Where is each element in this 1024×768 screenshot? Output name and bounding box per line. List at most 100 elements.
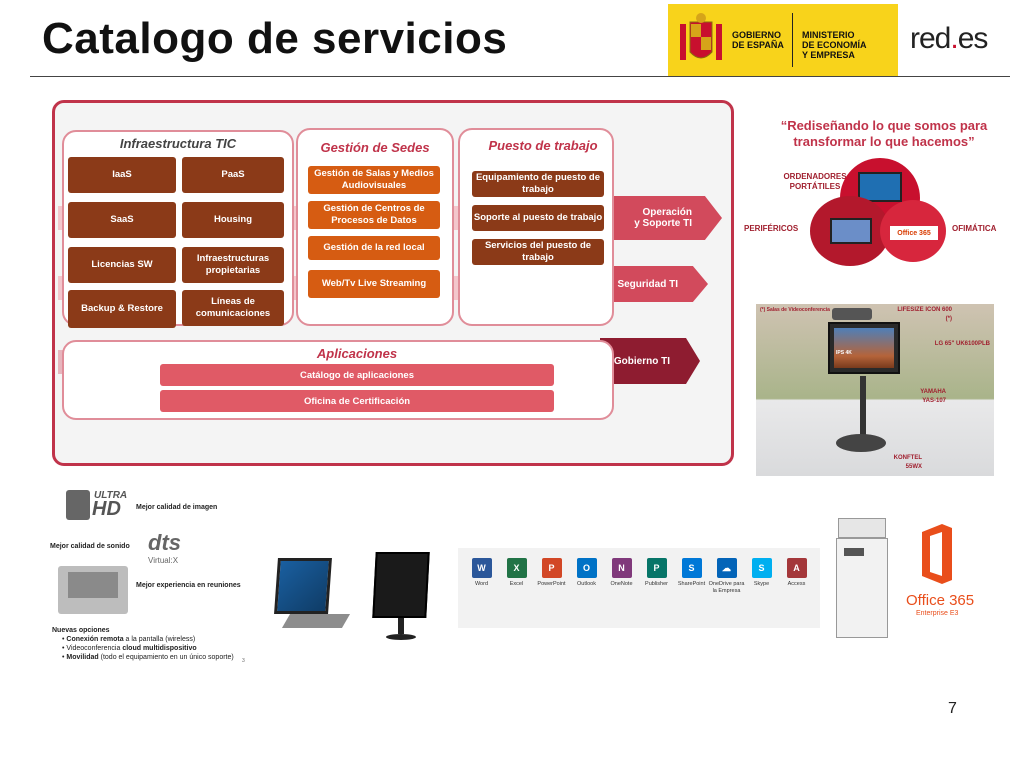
option-video-pre: Videoconferencia [66,645,123,652]
sedes-item-cpd: Gestión de Centros de Procesos de Datos [308,201,440,229]
monitor-base [386,634,416,640]
office-app-label: Outlook [577,581,596,587]
tv-image [834,328,894,368]
office-door-icon [922,524,952,584]
coat-of-arms-icon [680,13,722,60]
office-app-label: SharePoint [677,581,706,587]
office-app-label: PowerPoint [537,581,566,587]
office-app-publisher: P Publisher [639,558,674,595]
office-app-word: W Word [464,558,499,595]
surface-laptop-image [272,556,351,638]
arrow-seguridad-label: Seguridad TI [617,278,678,290]
puesto-title: Puesto de trabajo [488,138,598,153]
office365-logo: Office 365 Enterprise E3 [906,522,974,642]
new-options-title: Nuevas opciones [52,627,110,634]
office-app-icon: S [751,558,772,578]
tv-stand [860,376,866,436]
slide-title: Catalogo de servicios [42,14,508,63]
sedes-item-salas: Gestión de Salas y Medios Audiovisuales [308,166,440,194]
arrow-operacion-line2: y Soporte TI [634,218,692,229]
best-meetings-label: Mejor experiencia en reuniones [136,582,241,589]
aplicaciones-title: Aplicaciones [316,346,398,361]
gov-line-1: GOBIERNO [732,30,782,40]
office365-edition: Enterprise E3 [916,610,959,617]
office-app-skype: S Skype [744,558,779,595]
infra-item-licencias: Licencias SW [68,247,176,283]
office-app-icon: N [611,558,632,578]
option-remote-rest: a la pantalla (wireless) [123,636,196,643]
gobierno-logo: GOBIERNO DE ESPAÑA MINISTERIO DE ECONOMÍ… [668,4,898,76]
ministry-line-3: Y EMPRESA [802,50,855,60]
label-yamaha: YAMAHA YAS-107 [920,389,946,404]
monitor-image [372,548,430,644]
office-app-label: Word [474,581,489,587]
ultra-hd-logo: ULTRA HD [66,490,127,522]
label-lg: LG 65" UK6100PLB [934,341,990,347]
office-app-label: OneNote [610,581,633,587]
office-app-icon: X [506,558,527,578]
monitor-screen [372,552,430,618]
office-app-icon: P [646,558,667,578]
infra-item-lineas: Líneas de comunicaciones [182,290,284,326]
arrow-gobierno-label: Gobierno TI [613,355,670,367]
arrow-gobierno: Gobierno TI [600,338,700,384]
redes-logo-b: es [957,22,989,55]
puesto-item-servicios: Servicios del puesto de trabajo [472,239,604,265]
meeting-screen [68,572,118,598]
office-app-icon: W [471,558,492,578]
office-app-label: Publisher [645,581,668,587]
office-app-icon: A [786,558,807,578]
infraestructura-title: Infraestructura TIC [119,136,237,151]
option-remote: • Conexión remota a la pantalla (wireles… [62,636,196,643]
infra-item-saas: SaaS [68,202,176,238]
aplicaciones-item-certificacion: Oficina de Certificación [160,390,554,412]
office-app-label: Skype [753,581,770,587]
hd-label: HD [92,498,121,520]
monitor-neck [398,618,404,634]
option-mobility-bold: Movilidad [66,654,99,661]
sedes-item-streaming: Web/Tv Live Streaming [308,270,440,298]
printer-image [836,518,888,642]
office-app-onenote: N OneNote [604,558,639,595]
best-image-label: Mejor calidad de imagen [136,504,218,511]
label-lifesize: LIFESIZE ICON 600 (*) [897,307,952,322]
sedes-item-red-local: Gestión de la red local [308,236,440,260]
label-perifericos: PERIFÉRICOS [744,224,799,233]
motto-quote: “Rediseñando lo que somos para transform… [780,118,988,149]
page-number: 7 [948,700,957,717]
printer-panel [844,548,864,556]
camera-icon [832,308,872,320]
surface-screen [274,558,332,614]
footnote-mark: 3 [242,658,245,664]
aplicaciones-item-catalogo: Catálogo de aplicaciones [160,364,554,386]
redes-logo-a: red [910,22,951,55]
option-video: • Videoconferencia cloud multidispositiv… [62,645,197,652]
puesto-item-equipamiento: Equipamiento de puesto de trabajo [472,171,604,197]
new-options-list: • Conexión remota a la pantalla (wireles… [62,635,234,662]
office-app-label: Excel [509,581,524,587]
surface-keyboard [281,614,351,628]
printer-top [838,518,886,538]
dts-sub-label: Virtual:X [148,556,179,565]
office-app-label: Access [787,581,806,587]
tv-screen: IPS 4K [828,322,900,374]
sedes-title: Gestión de Sedes [320,140,430,155]
dts-logo: dts Virtual:X [148,530,181,565]
option-mobility-rest: (todo el equipamiento en un único soport… [98,654,234,661]
best-sound-label: Mejor calidad de sonido [50,543,130,550]
ultra-hd-grid-icon [66,490,90,520]
title-divider [30,76,1010,77]
ministry-line-2: DE ECONOMÍA [802,40,867,50]
laptop-icon [858,172,902,202]
office365-name: Office 365 [906,592,975,609]
ministry-line-1: MINISTERIO [802,30,855,40]
redes-logo: red.es [910,22,989,56]
arrow-seguridad: Seguridad TI [600,266,708,302]
circle-perifericos [810,196,890,266]
